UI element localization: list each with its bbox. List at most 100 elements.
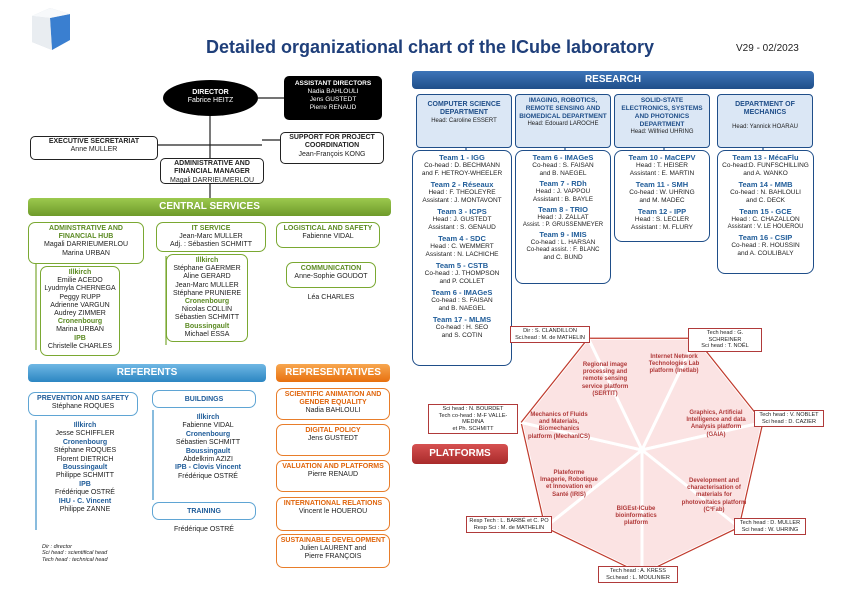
assistant-director-name: Nadia BAHLOULI	[307, 88, 359, 95]
it-sites-box: Illkirch Stéphane GAERMER Aline GERARD J…	[166, 254, 248, 342]
logo	[28, 4, 74, 54]
legend-item: Sci head : scientifical head	[42, 550, 108, 557]
prevention-name: Stéphane ROQUES	[51, 403, 115, 411]
communication-box: COMMUNICATION Anne-Sophie GOUDOT	[286, 262, 376, 288]
it-service-box: IT SERVICE Jean-Marc MULLER Adj. : Sébas…	[156, 222, 266, 252]
teams-column-mechanics: Team 13 - MécaFlu Co-head:D. FUNFSCHILLI…	[717, 150, 814, 274]
team-line: and B. NAEGEL	[438, 305, 486, 312]
representative-box: VALUATION AND PLATFORMS Pierre RENAUD	[276, 460, 390, 492]
team-name: Team 17 - MLMS	[432, 315, 492, 324]
page-title: Detailed organizational chart of the ICu…	[205, 37, 655, 57]
platform-segment-label: Mechanics of Fluids and Materials, Biome…	[527, 412, 590, 440]
platform-segment-label: Graphics, Artificial Intelligence and da…	[686, 410, 746, 438]
team-name: Team 4 - SDC	[438, 234, 486, 243]
team-name: Team 2 - Réseaux	[430, 180, 494, 189]
department-header: SOLID-STATE ELECTRONICS, SYSTEMS AND PHO…	[614, 94, 710, 148]
team-name: Team 7 - RDh	[539, 179, 587, 188]
prevention-box: PREVENTION AND SAFETY Stéphane ROQUES	[28, 392, 138, 416]
admin-manager-box: ADMINISTRATIVE AND FINANCIAL MANAGER Mag…	[160, 158, 264, 184]
representative-title: SUSTAINABLE DEVELOPMENT	[280, 537, 386, 544]
it-service-name: Jean-Marc MULLER	[179, 233, 243, 241]
team-line: Assistant : E. MARTIN	[629, 170, 695, 177]
assistant-directors-title: ASSISTANT DIRECTORS	[294, 80, 372, 87]
assistant-directors-box: ASSISTANT DIRECTORS Nadia BAHLOULI Jens …	[284, 76, 382, 120]
team-name: Team 12 - IPP	[637, 207, 687, 216]
it-service-name: Adj. : Sébastien SCHMITT	[169, 241, 253, 249]
platform-head-label: Sci head : N. BOURDET Tech co-head : M-F…	[428, 404, 518, 435]
staff-name: Michael ESSA	[184, 330, 230, 338]
team-line: Co-head assist. : F. BLANC	[526, 247, 600, 254]
team-line: and M. MADEC	[639, 197, 685, 204]
department-header: COMPUTER SCIENCE DEPARTMENT Head: Caroli…	[416, 94, 512, 148]
team-name: Team 6 - IMAGeS	[532, 153, 594, 162]
staff-name: Aline GERARD	[183, 273, 231, 281]
department-head: Head: Wilfried UHRING	[630, 129, 694, 135]
project-support-title: SUPPORT FOR PROJECT COORDINATION	[289, 134, 375, 150]
teams-column-cs: Team 1 - IGG Co-head : D. BECHMANN and F…	[412, 150, 512, 366]
admin-manager-title: ADMINISTRATIVE AND FINANCIAL MANAGER	[174, 160, 250, 176]
platform-head-label: Dir : S. CLANDILLON Sci.head : M. de MAT…	[510, 326, 590, 344]
site-label: IPB	[74, 334, 86, 342]
department-header: IMAGING, ROBOTICS, REMOTE SENSING AND BI…	[515, 94, 611, 148]
staff-name: Marina URBAN	[56, 326, 104, 334]
platform-head-line: Tech co-head : M-F VALLE-MEDINA	[438, 412, 508, 426]
representative-box: DIGITAL POLICY Jens GUSTEDT	[276, 424, 390, 456]
staff-name: Adrienne VARGUN	[50, 301, 110, 309]
communication-name: Anne-Sophie GOUDOT	[294, 273, 368, 281]
teams-column-imaging: Team 6 - IMAGeS Co-head : S. FAISAN and …	[515, 150, 611, 284]
staff-name: Audrey ZIMMER	[54, 310, 106, 318]
representative-name: Julien LAURENT and	[299, 545, 367, 553]
team-line: and A. COULIBALY	[737, 250, 794, 258]
platform-segment-label: Development and characterisation of mate…	[681, 478, 747, 513]
team-line: Co-head : R. HOUSSIN	[731, 242, 800, 250]
site-label: Illkirch	[73, 422, 97, 429]
team-line: and A. WANKO	[743, 170, 788, 177]
staff-name: Sébastien SCHMITT	[175, 439, 241, 447]
representative-name: Pierre RENAUD	[307, 471, 359, 479]
team-line: Assistant : V. LE HOUEROU	[727, 224, 804, 230]
staff-name: Emilie ACEDO	[57, 277, 103, 285]
team-line: Head : J. GUSTEDT	[432, 216, 492, 223]
team-line: Assistant : S. GENAUD	[428, 224, 496, 231]
site-label: Cronenbourg	[62, 438, 108, 446]
prevention-title: PREVENTION AND SAFETY	[37, 395, 129, 402]
platform-segment-label: Internet Network Technologies Lab platfo…	[648, 354, 700, 375]
admin-hub-name: Magali DARRIEUMERLOU	[43, 241, 129, 249]
project-support-box: SUPPORT FOR PROJECT COORDINATION Jean-Fr…	[280, 132, 384, 164]
staff-name: Florent DIETRICH	[56, 455, 114, 463]
department-title: COMPUTER SCIENCE DEPARTMENT	[427, 101, 501, 117]
assistant-director-name: Jens GUSTEDT	[309, 96, 357, 103]
representative-title: VALUATION AND PLATFORMS	[282, 463, 384, 470]
platform-head-label: Resp Tech : L. BARBÉ et C. PO Resp Sci :…	[466, 516, 552, 534]
training-box: TRAINING	[152, 502, 256, 520]
staff-name: Sébastien SCHMITT	[174, 314, 240, 322]
communication-extra-name: Léa CHARLES	[307, 294, 355, 301]
department-head: Head: Yannick HOARAU	[732, 123, 798, 130]
team-line: Co-head : L. HARSAN	[530, 239, 596, 247]
platform-head-label: Tech head : V. NOBLET Sci head : D. CAZI…	[754, 410, 824, 428]
representative-name: Jens GUSTEDT	[307, 435, 359, 443]
site-label: Cronenbourg	[184, 298, 230, 306]
platform-head-line: Sci head : D. CAZIER	[761, 418, 817, 425]
representative-title: INTERNATIONAL RELATIONS	[283, 500, 383, 507]
site-label: Cronenbourg	[57, 318, 103, 326]
platform-head-line: Tech head : G. SCHREINER	[706, 330, 744, 343]
logistics-name: Fabienne VIDAL	[302, 233, 354, 241]
team-line: Co-head : J. THOMPSON	[424, 270, 500, 277]
team-line: Head : C. WEMMERT	[430, 243, 494, 250]
site-label: Boussingault	[184, 322, 230, 330]
logistics-box: LOGISTICAL AND SAFETY Fabienne VIDAL	[276, 222, 380, 248]
team-line: Assistant : N. LACHICHE	[425, 251, 499, 258]
representative-name: Vincent le HOUEROU	[298, 508, 368, 516]
staff-name: Abdelkrim AZIZI	[183, 456, 233, 464]
staff-name: Peggy RUPP	[59, 293, 101, 301]
department-title: SOLID-STATE ELECTRONICS, SYSTEMS AND PHO…	[621, 97, 703, 128]
team-line: Head : C. CHAZALLON	[731, 216, 800, 223]
representative-box: SUSTAINABLE DEVELOPMENT Julien LAURENT a…	[276, 534, 390, 568]
team-line: Co-head : S. FAISAN	[532, 162, 594, 169]
staff-name: Jesse SCHIFFLER	[55, 430, 115, 438]
buildings-title: BUILDINGS	[184, 396, 224, 403]
platform-segment-label: Regional image processing and remote sen…	[581, 362, 629, 397]
department-title: DEPARTMENT OF MECHANICS	[735, 101, 795, 117]
team-name: Team 10 - MaCEPV	[628, 153, 696, 162]
